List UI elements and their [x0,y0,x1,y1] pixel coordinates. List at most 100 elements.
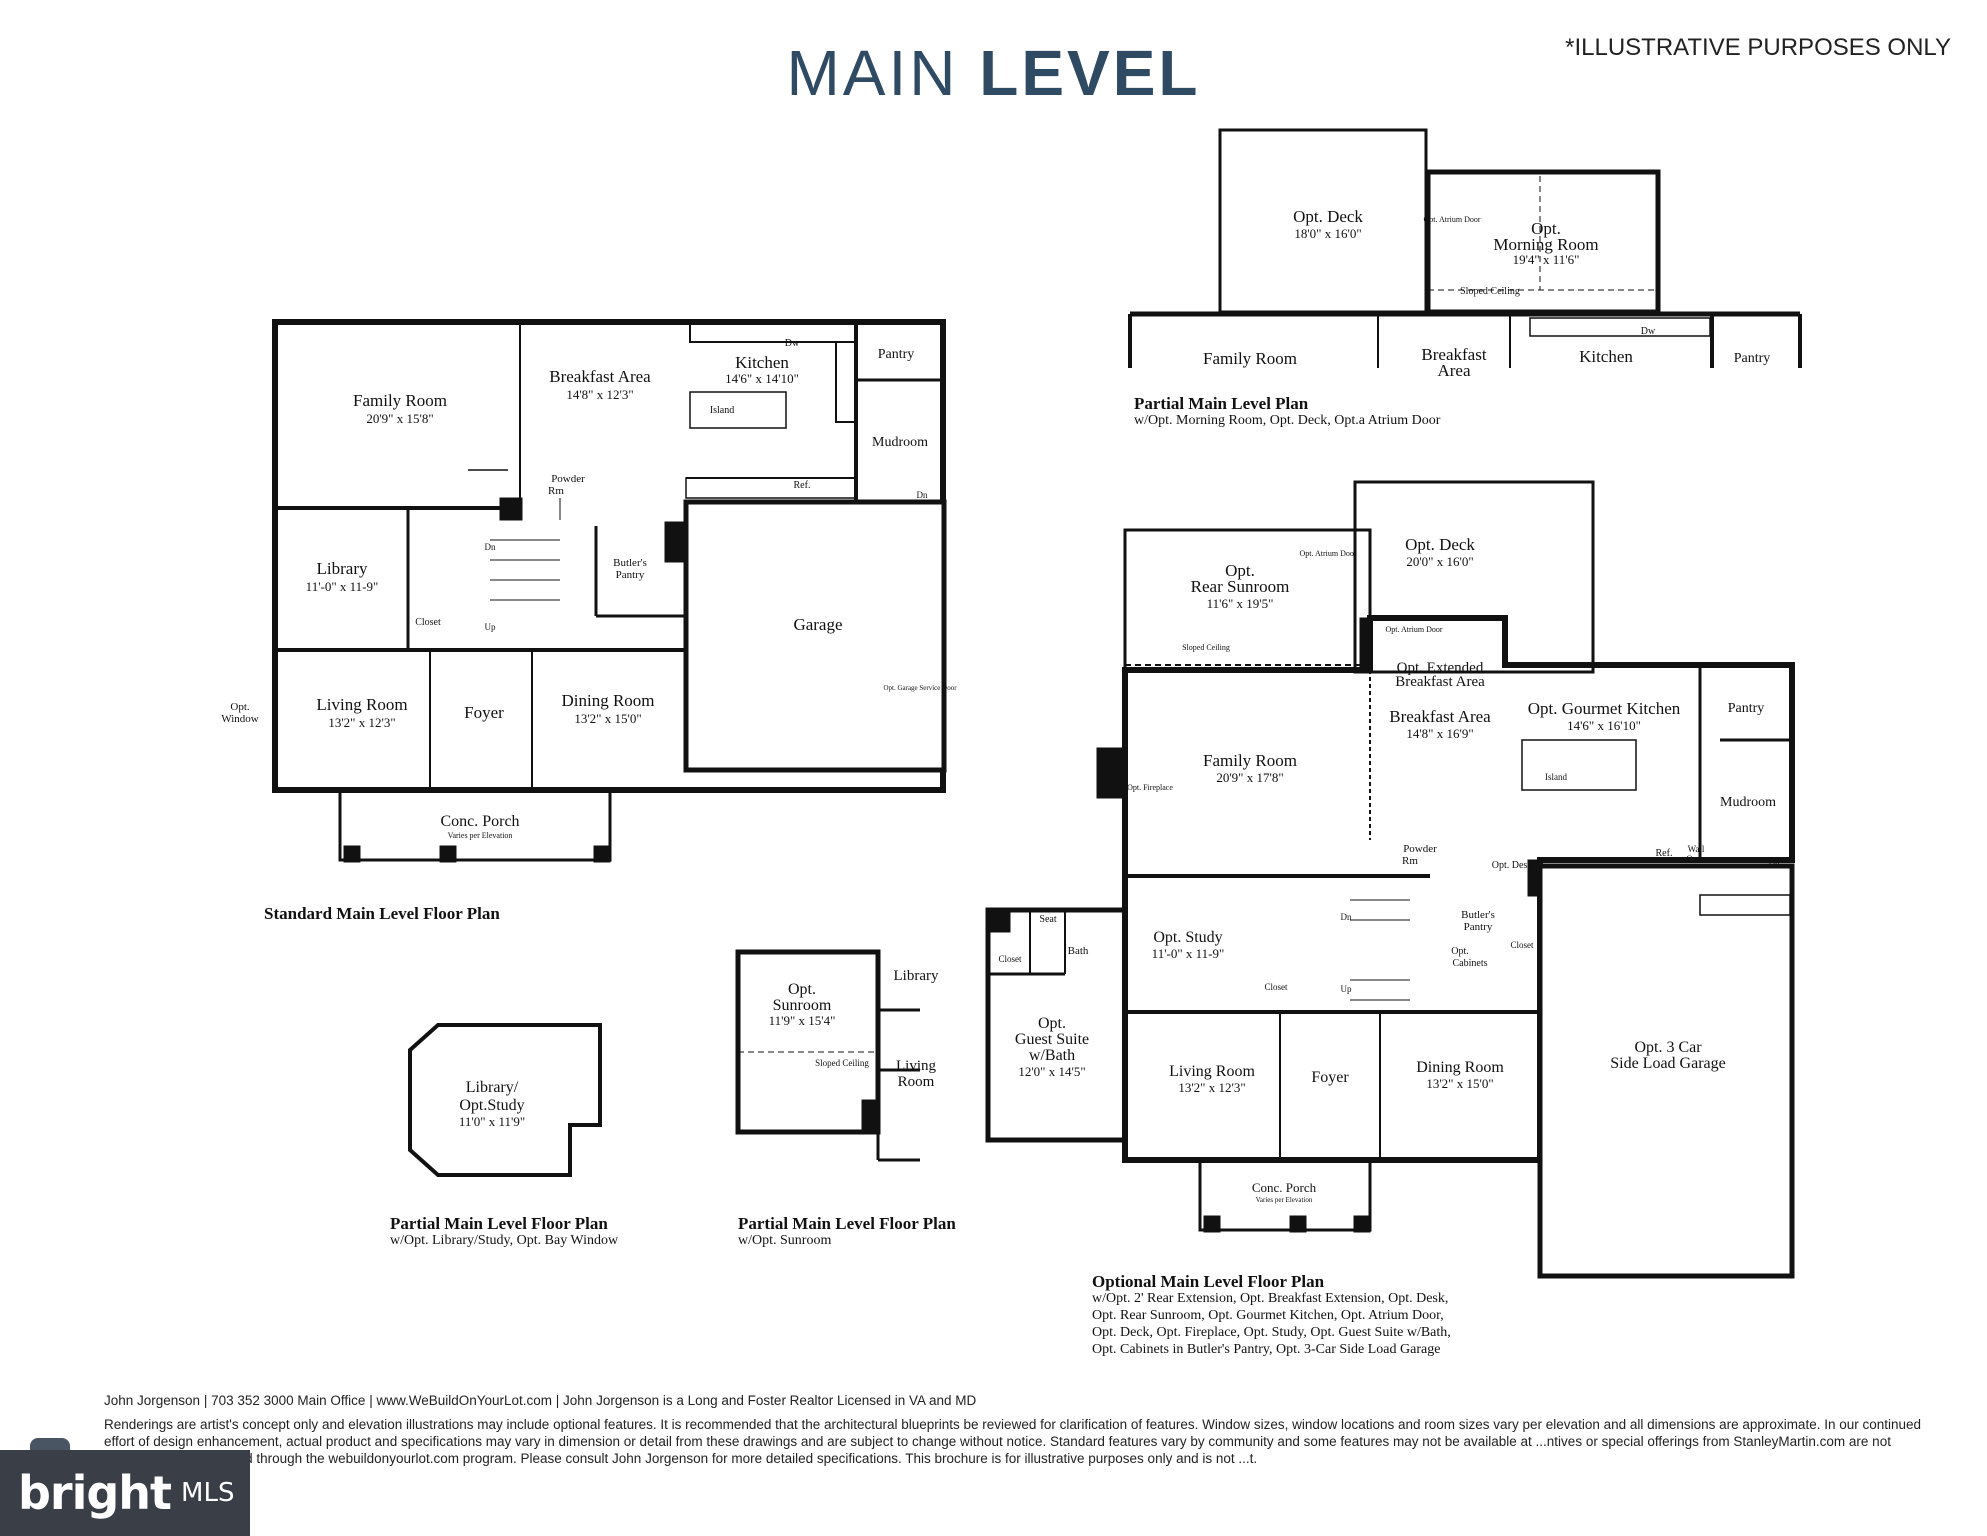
logo-bright-text: bright [18,1466,172,1520]
page-title: MAIN LEVEL [0,36,1987,110]
std-pantry-label: Pantry [878,347,915,362]
ps-living-label2: Room [898,1074,935,1090]
std-optwindow-label: Opt. [230,701,250,713]
op-sunroom-label2: Rear Sunroom [1191,577,1290,596]
op-powder-label: Powder [1403,843,1437,855]
std-kitchen-dim: 14'6" x 14'10" [725,371,799,386]
op-up-label: Up [1341,984,1352,994]
pt-morning-dim: 19'4" x 11'6" [1513,252,1580,267]
ps-living-label: Living [896,1058,936,1074]
op-wall-label2: Oven [1686,854,1706,864]
ps-room-label2: Sunroom [773,997,832,1014]
op-butler-label: Butler's [1461,909,1495,921]
optional-plan-sub-2: Opt. Rear Sunroom, Opt. Gourmet Kitchen,… [1092,1308,1444,1323]
partial-sunroom-plan [735,949,920,1162]
pt-morning-label: Opt. [1531,219,1561,238]
std-dining-label: Dining Room [561,691,654,710]
std-breakfast-dim: 14'8" x 12'3" [566,387,633,402]
op-wall-label: Wall [1688,844,1705,854]
op-guest-dim: 12'0" x 14'5" [1018,1064,1085,1079]
op-closet-label2: Closet [1264,982,1288,992]
op-sunroom-dim: 11'6" x 19'5" [1207,596,1274,611]
pt-kitchen-label: Kitchen [1579,347,1633,366]
op-cab-label: Opt. [1451,946,1469,957]
pt-deck-dim: 18'0" x 16'0" [1294,226,1361,241]
std-dn-label: Dn [917,490,928,500]
op-dining-dim: 13'2" x 15'0" [1426,1076,1493,1091]
op-garage-label2: Side Load Garage [1610,1055,1726,1072]
op-guest-label: Opt. [1038,1015,1066,1032]
op-breakfast-dim: 14'8" x 16'9" [1406,726,1473,741]
partial-library-labels: Library/ Opt.Study 11'0" x 11'9" [459,1079,525,1129]
logo-mls-text: MLS [181,1478,235,1508]
standard-plan [272,319,947,863]
optional-plan-sub-4: Opt. Cabinets in Butler's Pantry, Opt. 3… [1092,1342,1441,1357]
std-island-label: Island [710,405,734,416]
op-study-label: Opt. Study [1153,929,1222,946]
optional-plan-sub-3: Opt. Deck, Opt. Fireplace, Opt. Study, O… [1092,1325,1451,1340]
partial-library-plan [408,1023,602,1177]
partial-sunroom-caption: Partial Main Level Floor Plan [738,1214,956,1233]
pt-family-label: Family Room [1203,349,1297,368]
std-garage-label: Garage [793,615,842,634]
footer-contact: John Jorgenson | 703 352 3000 Main Offic… [104,1393,977,1408]
op-kitchen-dim: 14'6" x 16'10" [1567,718,1641,733]
std-powder-label: Powder [551,473,585,485]
title-level: LEVEL [979,37,1201,109]
std-closet-label: Closet [415,617,441,628]
pt-morning-label2: Morning Room [1493,235,1598,254]
op-desk-label: Opt. Desk [1492,860,1533,871]
partial-sunroom-labels: Opt. Sunroom 11'9" x 15'4" Sloped Ceilin… [769,968,939,1090]
op-seat-label: Seat [1039,914,1056,925]
ps-sloped-label: Sloped Ceiling [815,1058,869,1068]
op-sloped-label: Sloped Ceiling [1182,643,1230,652]
op-porch-sub: Varies per Elevation [1256,1196,1313,1204]
std-family-dim: 20'9" x 15'8" [366,411,433,426]
partial-top-caption: Partial Main Level Plan [1134,394,1309,413]
std-ref-label: Ref. [794,480,811,491]
optional-plan-sub-1: w/Opt. 2' Rear Extension, Opt. Breakfast… [1092,1291,1449,1306]
standard-plan-caption: Standard Main Level Floor Plan [264,904,500,923]
partial-sunroom-sub: w/Opt. Sunroom [738,1233,832,1248]
op-garage-label: Opt. 3 Car [1634,1039,1702,1056]
std-living-label: Living Room [316,695,407,714]
partial-library-sub: w/Opt. Library/Study, Opt. Bay Window [390,1233,619,1248]
std-dn-label2: Dn [485,542,496,552]
illustrative-note: *ILLUSTRATIVE PURPOSES ONLY [1565,34,1951,61]
pt-atrium-label: Opt. Atrium Door [1423,215,1480,224]
op-dn-label: Dn [1769,858,1780,868]
op-atrium-label2: Opt. Atrium Door [1385,625,1442,634]
std-powder-label2: Rm [548,485,564,497]
std-garage-door-label: Opt. Garage Service Door [883,684,957,692]
partial-top-plan [1128,128,1802,368]
pt-dw-label: Dw [1641,326,1656,337]
ps-room-label: Opt. [788,981,816,998]
std-optwindow-label2: Window [221,713,258,725]
bright-mls-logo: bright MLS [0,1450,250,1536]
op-ext-label2: Breakfast Area [1395,674,1485,690]
ps-room-dim: 11'9" x 15'4" [769,1013,836,1028]
op-dn-label2: Dn [1341,912,1352,922]
std-up-label: Up [485,622,496,632]
op-living-dim: 13'2" x 12'3" [1178,1080,1245,1095]
op-sunroom-label: Opt. [1225,561,1255,580]
pl-room-label2: Opt.Study [459,1097,524,1114]
std-living-dim: 13'2" x 12'3" [328,715,395,730]
std-dining-dim: 13'2" x 15'0" [574,711,641,726]
op-breakfast-label: Breakfast Area [1389,707,1491,726]
op-ref-label: Ref. [1656,848,1673,859]
op-closet-label3: Closet [1510,940,1534,950]
std-porch-sub: Varies per Elevation [448,831,513,840]
std-breakfast-label: Breakfast Area [549,367,651,386]
std-porch-label: Conc. Porch [440,813,519,830]
footer-disclaimer: Renderings are artist's concept only and… [104,1417,1922,1466]
partial-top-sub: w/Opt. Morning Room, Opt. Deck, Opt.a At… [1134,413,1441,428]
pt-pantry-label: Pantry [1734,351,1771,366]
op-butler-label2: Pantry [1464,921,1493,933]
op-kitchen-label: Opt. Gourmet Kitchen [1528,699,1681,718]
op-study-dim: 11'-0" x 11-9" [1152,946,1225,961]
std-family-label: Family Room [353,391,447,410]
std-mudroom-label: Mudroom [872,435,928,450]
op-family-dim: 20'9" x 17'8" [1216,770,1283,785]
